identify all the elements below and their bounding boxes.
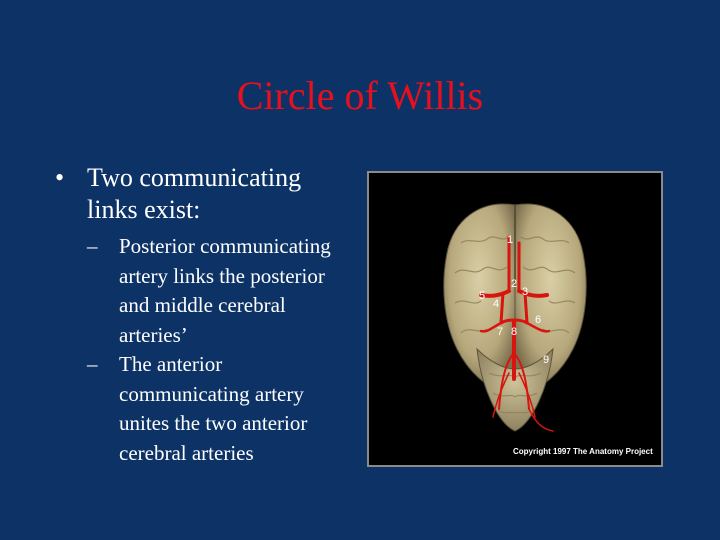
- sub-bullet-text: The anterior communicating artery unites…: [119, 352, 308, 465]
- label-9: 9: [543, 354, 549, 366]
- label-8: 8: [511, 326, 517, 338]
- dash-icon: –: [87, 234, 98, 258]
- bullet-item: • Two communicating links exist:: [55, 162, 355, 226]
- copyright-text: Copyright 1997 The Anatomy Project: [513, 447, 653, 456]
- sub-bullet-item: – The anterior communicating artery unit…: [87, 350, 355, 468]
- bullet-dot-icon: •: [55, 163, 65, 192]
- label-6: 6: [535, 314, 541, 326]
- slide-title: Circle of Willis: [236, 73, 484, 118]
- bullet-list: • Two communicating links exist: – Poste…: [55, 162, 355, 468]
- label-7: 7: [497, 326, 503, 338]
- brain-illustration: 1 2 3 4 5 6 7 8 9 Copyright 1997 The Ana…: [369, 173, 661, 465]
- label-1: 1: [507, 234, 513, 246]
- label-2: 2: [511, 278, 517, 290]
- sub-bullet-text: Posterior communicating artery links the…: [119, 234, 331, 347]
- bullet-text: Two communicating links exist:: [87, 163, 302, 224]
- sub-bullet-list: – Posterior communicating artery links t…: [87, 232, 355, 468]
- brain-image: 1 2 3 4 5 6 7 8 9 Copyright 1997 The Ana…: [367, 171, 663, 467]
- sub-bullet-item: – Posterior communicating artery links t…: [87, 232, 355, 350]
- dash-icon: –: [87, 352, 98, 376]
- label-5: 5: [479, 290, 485, 302]
- label-4: 4: [493, 298, 499, 310]
- label-3: 3: [522, 286, 528, 298]
